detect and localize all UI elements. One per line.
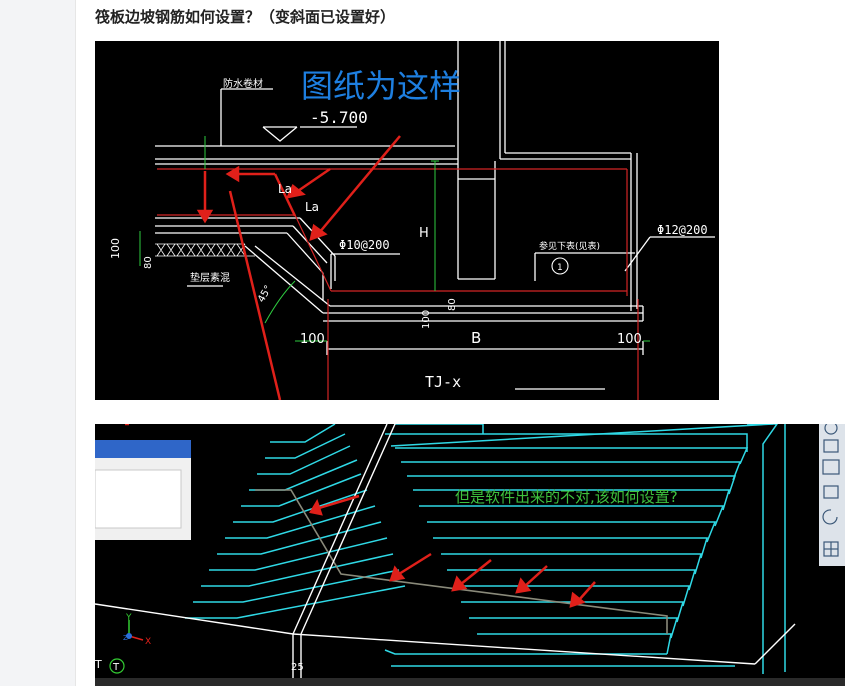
drawing-overlay-note: 图纸为这样 xyxy=(301,67,461,105)
waterproof-label: 防水卷材 xyxy=(223,77,263,90)
section-label: TJ-x xyxy=(425,373,461,391)
rebar-label-2: Φ12@200 xyxy=(657,223,708,237)
software-screenshot-image[interactable]: Y X Z T T 25 但是软件出来的不对,该如何设置? xyxy=(95,424,845,686)
box-icon xyxy=(823,485,839,499)
elevation-label: -5.700 xyxy=(310,108,368,127)
corner-t2: T xyxy=(112,662,120,673)
angle-label: 45° xyxy=(256,284,274,305)
dim-80: 80 xyxy=(143,256,154,269)
software-overlay-note: 但是软件出来的不对,该如何设置? xyxy=(455,488,678,506)
height-label: H xyxy=(419,226,429,241)
dialog-titlebar xyxy=(95,440,191,458)
dim-100-mid: 100 xyxy=(421,310,432,329)
rebar-label-1: Φ10@200 xyxy=(339,238,390,252)
view-toolbar xyxy=(819,424,845,566)
axis-x-label: X xyxy=(145,637,151,647)
software-3d-canvas: Y X Z T T 25 但是软件出来的不对,该如何设置? xyxy=(95,424,845,686)
dialog-panel xyxy=(95,469,182,529)
cad-drawing-canvas: 图纸为这样 -5.700 防水卷材 垫层素混 La La Φ10@200 Φ12… xyxy=(109,41,715,400)
axis-y-label: Y xyxy=(125,613,132,623)
anchor-la-1: La xyxy=(278,182,292,196)
width-label: B xyxy=(471,329,481,347)
axis-z-label: Z xyxy=(123,634,128,642)
corner-circle xyxy=(109,658,125,674)
view-2d-icon xyxy=(823,439,839,453)
post-title: 筏板边坡钢筋如何设置？（变斜面已设置好） xyxy=(95,8,396,26)
circle-mark: 1 xyxy=(557,263,563,273)
status-bar xyxy=(95,678,845,686)
dim-left: 100 xyxy=(300,332,325,347)
orbit-icon xyxy=(822,509,838,525)
anchor-la-2: La xyxy=(305,200,319,214)
dim-80-mid: 80 xyxy=(447,298,458,311)
left-sidebar xyxy=(0,0,76,686)
callout-circle xyxy=(551,257,569,275)
dim-right: 100 xyxy=(617,332,642,347)
view-3d-icon xyxy=(822,459,840,475)
reference-note: 参见下表(见表) xyxy=(539,240,600,252)
cushion-label: 垫层素混 xyxy=(190,271,230,284)
cad-drawing-image[interactable]: 图纸为这样 -5.700 防水卷材 垫层素混 La La Φ10@200 Φ12… xyxy=(95,41,719,400)
dim-100-vertical: 100 xyxy=(109,238,122,259)
step-counter: 25 xyxy=(291,662,304,673)
corner-t1: T xyxy=(95,658,102,671)
rotate-icon xyxy=(824,424,838,435)
